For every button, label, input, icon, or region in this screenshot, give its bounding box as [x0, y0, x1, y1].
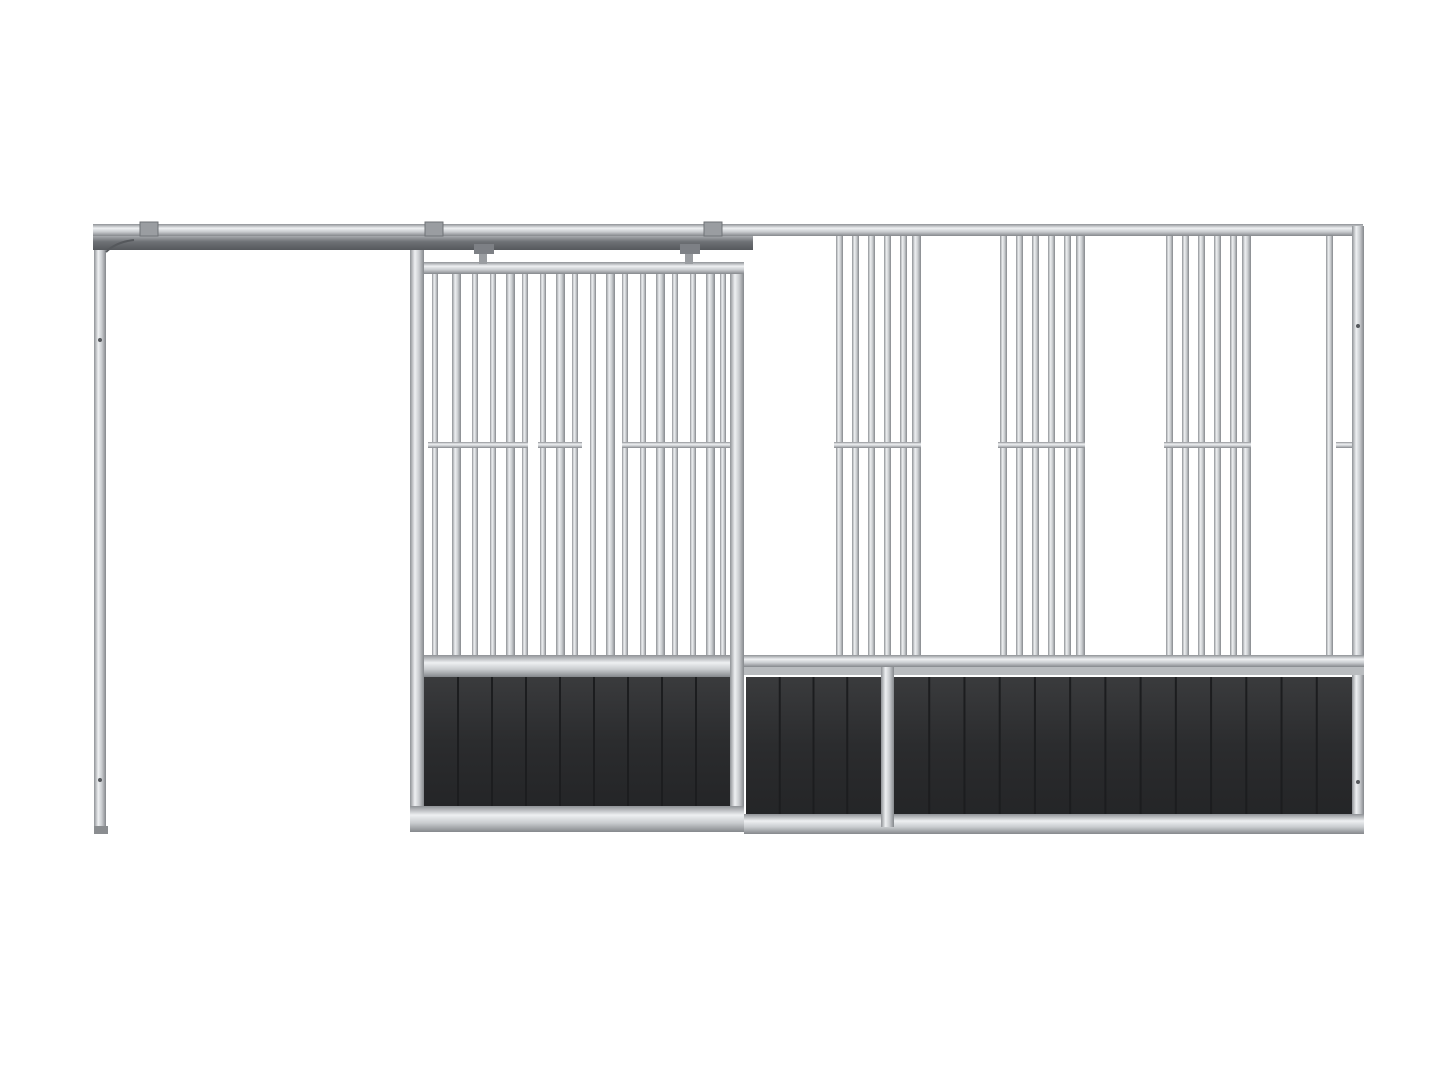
bar [1326, 236, 1333, 656]
board-panel [424, 677, 730, 806]
plank-seam [525, 677, 527, 806]
bar [432, 274, 438, 655]
fixed-board-panels [746, 677, 1352, 814]
board-panel [894, 677, 1352, 814]
door-roller-left [474, 244, 494, 264]
rail-bracket [424, 221, 444, 237]
plank-seam [491, 677, 493, 806]
plank-seam [1104, 677, 1107, 814]
plank-seam [846, 677, 849, 814]
left-post [94, 250, 108, 834]
top-frame-tube [93, 224, 1363, 236]
bar [540, 274, 546, 655]
plank-seam [812, 677, 815, 814]
bar [622, 274, 628, 655]
bar-crossbar [834, 442, 921, 448]
door-bottom-rail [410, 806, 744, 832]
bar [452, 274, 461, 655]
bar-crossbar [428, 442, 528, 448]
door-bars [428, 274, 730, 655]
plank-seam [928, 677, 931, 814]
plank-seam [559, 677, 561, 806]
fixed-divider-post [881, 667, 894, 827]
bar [720, 274, 726, 655]
plank-seam [1210, 677, 1213, 814]
bar [522, 274, 528, 655]
plank-seam [457, 677, 459, 806]
bar-crossbar [1336, 442, 1352, 448]
plank-seam [695, 677, 697, 806]
right-post [1352, 226, 1364, 834]
fixed-lower-frame [744, 655, 1364, 834]
door-top-rail [424, 262, 744, 274]
plank-seam [1033, 677, 1036, 814]
screws [98, 324, 1360, 784]
bar-crossbar [1164, 442, 1251, 448]
door-roller-right [680, 244, 700, 264]
plank-seam [1139, 677, 1142, 814]
bar [606, 274, 615, 655]
bar [556, 274, 565, 655]
plank-seam [661, 677, 663, 806]
bar [706, 274, 715, 655]
door-left-stile [410, 250, 424, 832]
bar [656, 274, 665, 655]
plank-seam [1315, 677, 1318, 814]
plank-seam [963, 677, 966, 814]
door-stop-cable [105, 239, 135, 253]
bar [672, 274, 678, 655]
plank-seam [1174, 677, 1177, 814]
sliding-door [410, 244, 744, 832]
plank-seam [1069, 677, 1072, 814]
plank-seam [998, 677, 1001, 814]
door-mid-rail [424, 655, 730, 677]
door-board-panels [424, 677, 730, 806]
bar-crossbar [998, 442, 1085, 448]
plank-seam [1280, 677, 1283, 814]
bar [690, 274, 696, 655]
fixed-section-bars [834, 236, 1352, 656]
plank-seam [593, 677, 595, 806]
rail-brackets [105, 221, 723, 253]
plank-seam [627, 677, 629, 806]
rail-bracket [703, 221, 723, 237]
bar-crossbar [622, 442, 730, 448]
door-right-stile [730, 262, 744, 832]
sliding-rail [93, 236, 753, 250]
bar [640, 274, 646, 655]
bar [506, 274, 515, 655]
bar [572, 274, 578, 655]
plank-seam [1245, 677, 1248, 814]
rail-bracket [139, 221, 159, 237]
bar [472, 274, 478, 655]
plank-seam [778, 677, 781, 814]
bar [590, 274, 596, 655]
bar [490, 274, 496, 655]
bar-crossbar [538, 442, 582, 448]
top-frame [93, 224, 1363, 250]
